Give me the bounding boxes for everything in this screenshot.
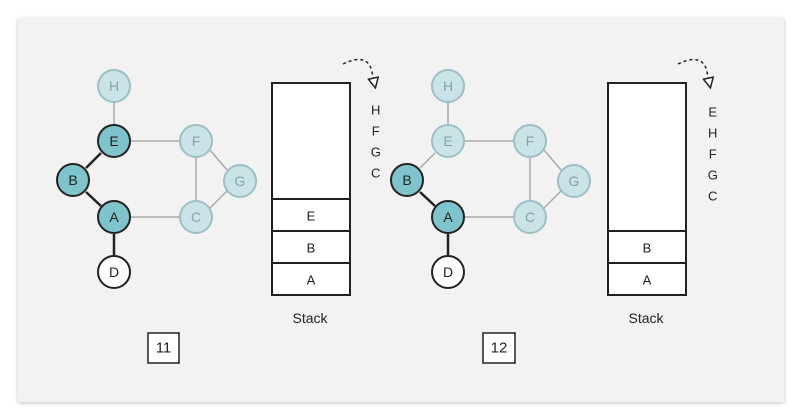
curved-arrow-icon [677, 58, 710, 87]
node-a: A [431, 200, 465, 234]
stack-item: A [643, 273, 652, 288]
node-c: C [179, 200, 213, 234]
svg-text:F: F [192, 133, 201, 149]
stack-item: E [307, 209, 316, 224]
svg-text:G: G [569, 173, 580, 189]
stack-item: A [307, 273, 316, 288]
panel-step-11: H E F G B A C D [56, 58, 382, 364]
node-e: E [97, 124, 131, 158]
node-d: D [431, 255, 465, 289]
pending-item: H [708, 126, 718, 141]
edge-b-e [419, 152, 436, 169]
step-number: 11 [156, 340, 172, 357]
svg-text:C: C [525, 209, 535, 225]
svg-text:B: B [402, 172, 411, 188]
svg-text:D: D [109, 264, 119, 280]
stack-container [607, 82, 687, 296]
svg-text:C: C [191, 209, 201, 225]
svg-text:E: E [443, 133, 452, 149]
step-number: 12 [491, 340, 508, 357]
pending-item: H [371, 103, 381, 118]
stack-item: B [307, 241, 316, 256]
svg-text:H: H [109, 78, 119, 94]
pending-item: F [709, 147, 717, 162]
step-number-box [482, 332, 516, 364]
node-g: G [223, 164, 257, 198]
curved-arrow-icon [342, 58, 375, 87]
svg-text:F: F [526, 133, 535, 149]
svg-text:B: B [68, 172, 77, 188]
node-f: F [179, 124, 213, 158]
node-a: A [97, 200, 131, 234]
node-b: B [56, 163, 90, 197]
panel-step-12: H E F G B A C D [390, 58, 719, 364]
stack-container [271, 82, 351, 296]
pending-item: G [371, 145, 382, 160]
pending-item: C [371, 166, 381, 181]
pending-item: F [372, 124, 380, 139]
pending-item: E [708, 105, 717, 120]
svg-text:H: H [443, 78, 453, 94]
edge-f-g [543, 149, 562, 171]
node-e: E [431, 124, 465, 158]
stack-caption: Stack [292, 310, 328, 326]
svg-text:D: D [443, 264, 453, 280]
svg-text:E: E [109, 133, 118, 149]
node-f: F [513, 124, 547, 158]
step-number-box [147, 332, 180, 364]
node-h: H [97, 69, 131, 103]
stack-item: B [643, 241, 652, 256]
svg-text:A: A [443, 209, 453, 225]
edge-f-g [209, 149, 228, 171]
svg-text:G: G [235, 173, 246, 189]
pending-item: C [708, 189, 718, 204]
edge-c-g [209, 190, 228, 209]
stack-caption: Stack [628, 310, 664, 326]
node-d: D [97, 255, 131, 289]
node-c: C [513, 200, 547, 234]
node-h: H [431, 69, 465, 103]
edge-c-g [543, 190, 562, 209]
edge-b-a [85, 191, 102, 207]
node-b: B [390, 163, 424, 197]
edge-b-e [85, 152, 102, 169]
pending-item: G [708, 168, 719, 183]
edge-b-a [419, 191, 436, 207]
node-g: G [557, 164, 591, 198]
svg-text:A: A [109, 209, 119, 225]
